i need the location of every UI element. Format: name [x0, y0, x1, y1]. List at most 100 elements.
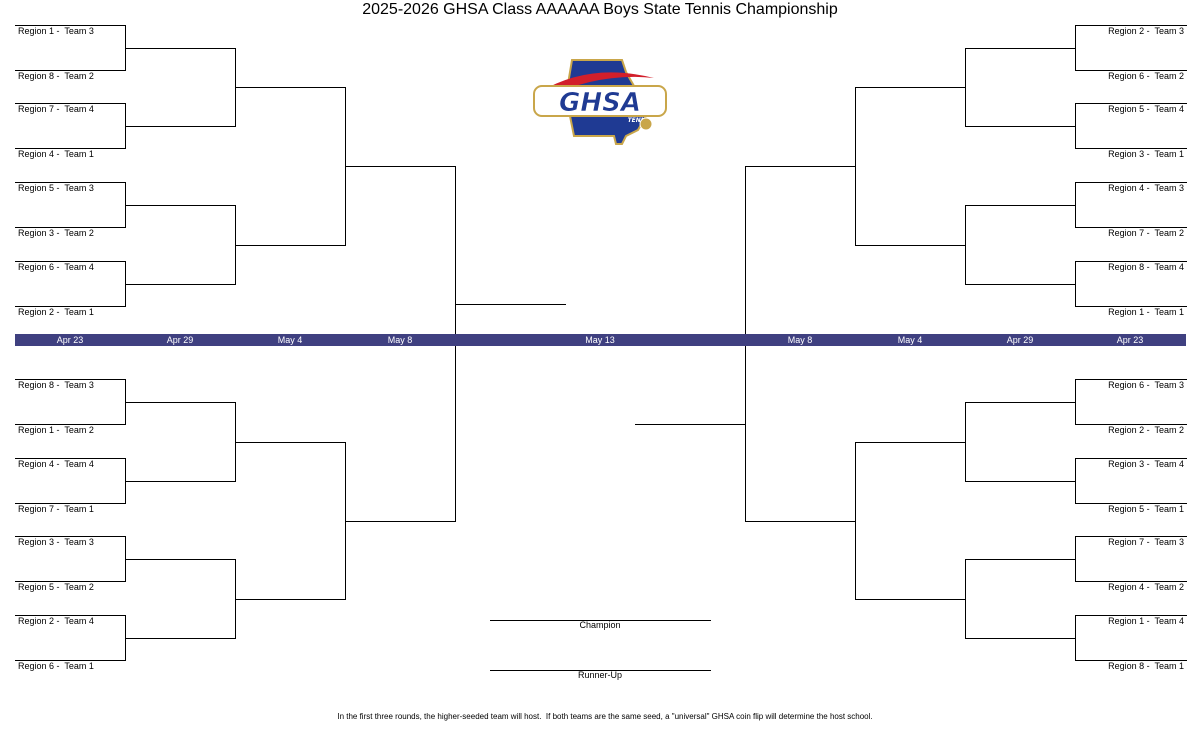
- team-slot-line: [15, 581, 126, 582]
- team-slot: Region 6 - Team 4: [18, 262, 94, 272]
- team-slot-line: [1075, 379, 1187, 380]
- team-slot-line: [15, 25, 126, 26]
- team-slot-line: [15, 660, 126, 661]
- tennis-ball-icon: [639, 117, 653, 131]
- bracket-advance-line: [965, 559, 1076, 560]
- round-date: May 13: [585, 335, 615, 345]
- team-slot-line: [15, 458, 126, 459]
- bracket-advance-line: [965, 638, 1076, 639]
- team-slot-line: [15, 261, 126, 262]
- team-slot: Region 2 - Team 4: [18, 616, 94, 626]
- team-slot: Region 2 - Team 3: [1108, 26, 1184, 36]
- team-slot-line: [1075, 424, 1187, 425]
- team-slot: Region 2 - Team 2: [1108, 425, 1184, 435]
- team-slot-line: [1075, 503, 1187, 504]
- team-slot: Region 7 - Team 4: [18, 104, 94, 114]
- runner-up-line: [490, 670, 711, 671]
- bracket-advance-line: [345, 521, 456, 522]
- team-slot-line: [1075, 70, 1187, 71]
- bracket-advance-line: [965, 481, 1076, 482]
- round-date: Apr 23: [56, 335, 84, 345]
- bracket-advance-line: [965, 284, 1076, 285]
- team-slot-line: [15, 227, 126, 228]
- bracket-advance-line: [125, 559, 236, 560]
- team-slot: Region 4 - Team 3: [1108, 183, 1184, 193]
- team-slot: Region 4 - Team 2: [1108, 582, 1184, 592]
- team-slot-line: [15, 182, 126, 183]
- team-slot: Region 5 - Team 3: [18, 183, 94, 193]
- bracket-advance-line: [235, 442, 346, 443]
- team-slot-line: [1075, 148, 1187, 149]
- team-slot-line: [15, 148, 126, 149]
- bracket-advance-line: [125, 402, 236, 403]
- team-slot: Region 8 - Team 3: [18, 380, 94, 390]
- logo-text: GHSA: [559, 88, 641, 118]
- team-slot: Region 1 - Team 1: [1108, 307, 1184, 317]
- team-slot-line: [15, 379, 126, 380]
- team-slot: Region 5 - Team 2: [18, 582, 94, 592]
- team-slot: Region 1 - Team 2: [18, 425, 94, 435]
- team-slot-line: [1075, 536, 1187, 537]
- final-line-right: [635, 424, 746, 425]
- team-slot-line: [1075, 581, 1187, 582]
- team-slot: Region 7 - Team 1: [18, 504, 94, 514]
- bracket-advance-line: [125, 638, 236, 639]
- team-slot-line: [1075, 182, 1187, 183]
- team-slot: Region 8 - Team 4: [1108, 262, 1184, 272]
- bracket-advance-line: [855, 87, 966, 88]
- team-slot: Region 1 - Team 4: [1108, 616, 1184, 626]
- bracket-advance-line: [965, 205, 1076, 206]
- bracket-advance-line: [235, 245, 346, 246]
- round-date: May 4: [897, 335, 923, 345]
- round-date: Apr 29: [1006, 335, 1034, 345]
- team-slot: Region 2 - Team 1: [18, 307, 94, 317]
- team-slot: Region 1 - Team 3: [18, 26, 94, 36]
- ghsa-tennis-logo: GHSA TENNIS: [533, 59, 667, 145]
- team-slot-line: [1075, 306, 1187, 307]
- round-date: Apr 29: [166, 335, 194, 345]
- team-slot: Region 3 - Team 3: [18, 537, 94, 547]
- team-slot: Region 7 - Team 2: [1108, 228, 1184, 238]
- team-slot-line: [1075, 103, 1187, 104]
- bracket-advance-line: [965, 48, 1076, 49]
- champion-label: Champion: [579, 620, 621, 630]
- team-slot: Region 7 - Team 3: [1108, 537, 1184, 547]
- team-slot: Region 3 - Team 1: [1108, 149, 1184, 159]
- team-slot-line: [1075, 227, 1187, 228]
- team-slot: Region 5 - Team 4: [1108, 104, 1184, 114]
- champion-line: [490, 620, 711, 621]
- round-date: May 8: [787, 335, 813, 345]
- team-slot: Region 4 - Team 4: [18, 459, 94, 469]
- team-slot-line: [1075, 615, 1187, 616]
- team-slot-line: [1075, 660, 1187, 661]
- bracket-advance-line: [125, 481, 236, 482]
- bracket-advance-line: [745, 521, 856, 522]
- team-slot-line: [15, 503, 126, 504]
- bracket-advance-line: [125, 205, 236, 206]
- team-slot-line: [15, 103, 126, 104]
- runner-up-label: Runner-Up: [577, 670, 623, 680]
- team-slot: Region 8 - Team 1: [1108, 661, 1184, 671]
- team-slot-line: [15, 424, 126, 425]
- team-slot-line: [15, 536, 126, 537]
- team-slot-line: [15, 615, 126, 616]
- team-slot: Region 6 - Team 1: [18, 661, 94, 671]
- bracket-advance-line: [965, 402, 1076, 403]
- team-slot: Region 3 - Team 4: [1108, 459, 1184, 469]
- team-slot: Region 5 - Team 1: [1108, 504, 1184, 514]
- team-slot-line: [1075, 25, 1187, 26]
- date-band: [15, 334, 1186, 346]
- bracket-advance-line: [125, 48, 236, 49]
- bracket-advance-line: [235, 599, 346, 600]
- page-title: 2025-2026 GHSA Class AAAAAA Boys State T…: [362, 1, 838, 18]
- logo-subtext: TENNIS: [628, 117, 653, 124]
- bracket-advance-line: [965, 126, 1076, 127]
- round-date: Apr 23: [1116, 335, 1144, 345]
- bracket-advance-line: [235, 87, 346, 88]
- team-slot: Region 4 - Team 1: [18, 149, 94, 159]
- team-slot: Region 6 - Team 3: [1108, 380, 1184, 390]
- round-date: May 4: [277, 335, 303, 345]
- bracket-advance-line: [855, 245, 966, 246]
- bracket-advance-line: [125, 284, 236, 285]
- team-slot-line: [15, 70, 126, 71]
